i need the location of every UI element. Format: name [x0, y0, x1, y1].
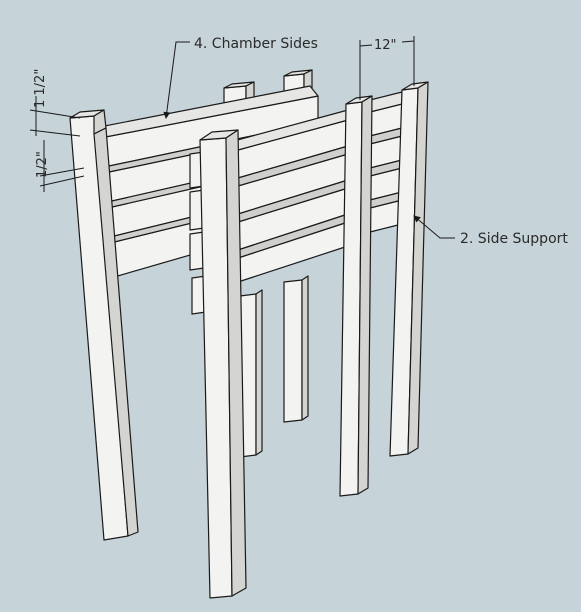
width-dim-line-right	[401, 40, 415, 43]
side-support-label: 2. Side Support	[460, 231, 568, 247]
left-front-post	[69, 109, 139, 541]
gap-dim-ext-2	[39, 175, 85, 187]
gap-dimension-text: 1/2"	[35, 151, 50, 178]
center-front-post	[199, 129, 247, 599]
right-front-post	[339, 95, 373, 497]
gap-dim-ext-1	[39, 167, 85, 177]
back-chamber-side	[223, 69, 313, 458]
board-dim-ext-1	[29, 109, 81, 119]
width-dimension-text: 12"	[374, 38, 397, 53]
width-dim-line-left	[359, 44, 373, 47]
side-support-leader	[413, 215, 455, 239]
chamber-sides-leader	[163, 41, 190, 119]
board-dim-ext-2	[29, 129, 81, 137]
chamber-sides-label: 4. Chamber Sides	[194, 36, 318, 52]
right-chamber-side-boards	[229, 91, 403, 283]
side-support-post	[389, 81, 429, 457]
board-height-dimension-text: 1 1/2"	[33, 69, 48, 108]
